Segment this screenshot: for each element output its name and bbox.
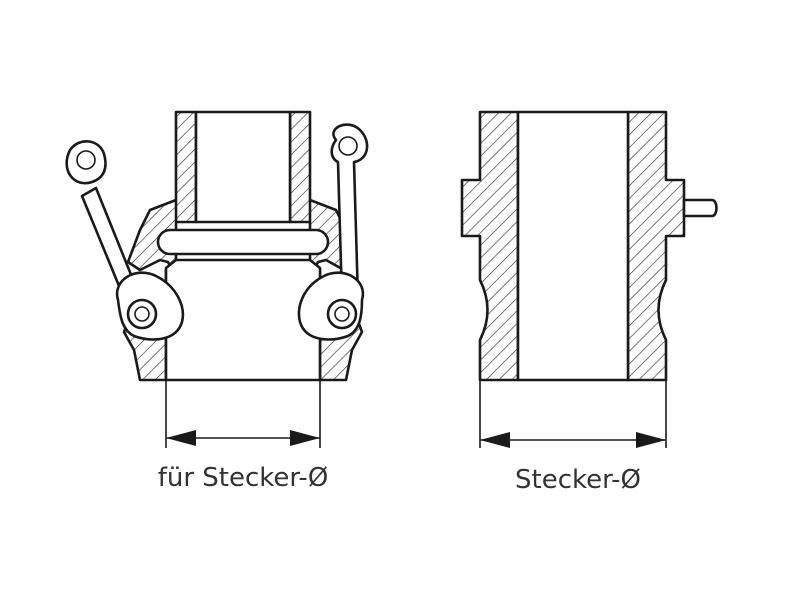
- coupler-seal: [156, 228, 330, 256]
- left-cam-lever: [65, 140, 140, 300]
- right-lever-hole: [338, 136, 358, 156]
- coupler-arrow-right: [290, 430, 320, 446]
- coupler-drawing: für Stecker-Ø: [65, 110, 369, 493]
- plug-side-pin: [682, 198, 718, 218]
- left-cam-pin-outer: [126, 298, 158, 330]
- right-cam-lever: [330, 123, 369, 302]
- plug-bore: [516, 110, 630, 382]
- left-cam-pin-inner: [134, 306, 150, 322]
- coupler-dimension-label: für Stecker-Ø: [158, 463, 329, 493]
- left-lever-hole: [76, 150, 96, 170]
- plug-arrow-left: [480, 432, 510, 448]
- plug-dimension-label: Stecker-Ø: [515, 465, 641, 495]
- plug-drawing: Stecker-Ø: [460, 110, 718, 495]
- right-cam-pin-inner: [334, 306, 350, 322]
- plug-wall-left: [460, 110, 520, 382]
- plug-wall-right: [626, 110, 686, 382]
- right-cam-pin-outer: [326, 298, 358, 330]
- left-cam: [115, 271, 185, 341]
- coupler-bore-lower: [164, 258, 322, 382]
- plug-arrow-right: [636, 432, 666, 448]
- coupler-arrow-left: [166, 430, 196, 446]
- coupler-bore-upper: [194, 110, 292, 224]
